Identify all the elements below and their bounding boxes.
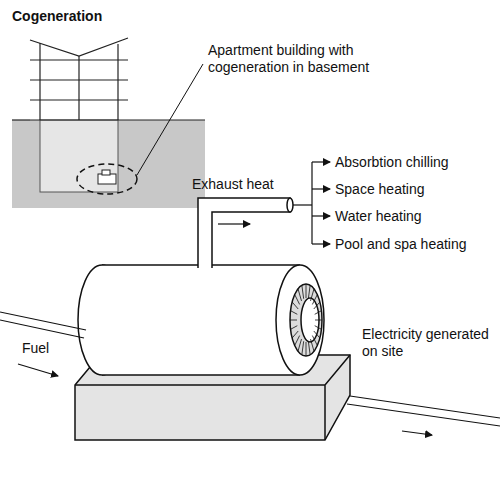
heat-use-label: Water heating [335, 208, 422, 225]
callout-label: Apartment building with cogeneration in … [208, 42, 388, 76]
output-label: Electricity generated on site [362, 326, 497, 360]
heat-use-label: Pool and spa heating [335, 236, 467, 253]
flow-lines [0, 162, 500, 435]
heat-use-label: Space heating [335, 181, 425, 198]
building-inset [12, 38, 205, 208]
heat-use-label: Absorbtion chilling [335, 154, 449, 171]
cogeneration-unit [75, 198, 350, 440]
flow-label: Exhaust heat [192, 176, 274, 193]
input-label: Fuel [22, 340, 49, 357]
diagram-title: Cogeneration [12, 8, 102, 25]
